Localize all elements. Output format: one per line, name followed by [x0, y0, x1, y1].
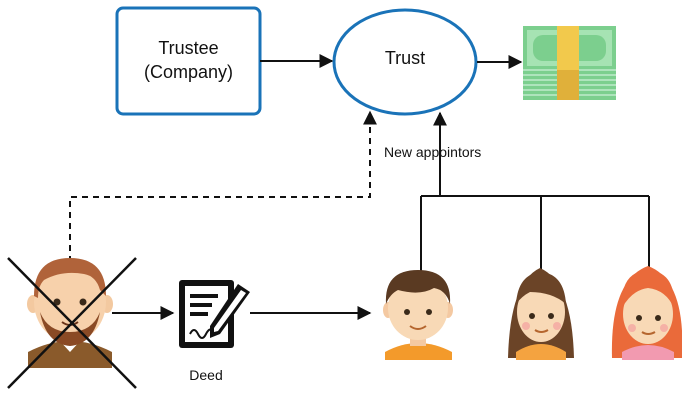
trust-label: Trust	[385, 48, 425, 68]
trustee-node: Trustee (Company)	[115, 6, 262, 116]
boy-avatar	[383, 270, 453, 360]
signed-document-icon	[179, 280, 250, 348]
settlor-avatar	[7, 257, 137, 389]
money-stack-icon	[523, 26, 616, 100]
trust-node: Trust	[332, 8, 478, 116]
girl-red-hair-avatar	[611, 266, 682, 360]
girl-brown-hair-avatar	[508, 268, 574, 360]
new-appointors-label: New appointors	[384, 144, 481, 160]
trustee-label-line2: (Company)	[144, 62, 233, 82]
trustee-label-line1: Trustee	[158, 38, 218, 58]
edge-settlor-to-trust-dashed	[69, 110, 377, 262]
deed-label: Deed	[189, 367, 222, 383]
appointors-connector	[420, 111, 650, 272]
